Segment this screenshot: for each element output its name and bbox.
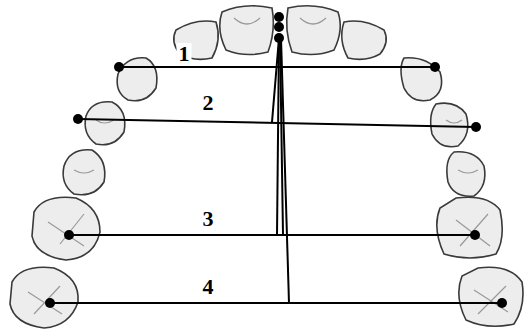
teeth <box>10 6 523 328</box>
tooth-details <box>28 18 508 314</box>
callout-number: 3 <box>201 208 216 230</box>
measurement-lines <box>50 38 502 303</box>
callout-number: 2 <box>201 92 216 114</box>
callout-number: 4 <box>201 276 216 298</box>
measurement-points <box>45 12 507 308</box>
callout-number: 1 <box>177 43 192 65</box>
